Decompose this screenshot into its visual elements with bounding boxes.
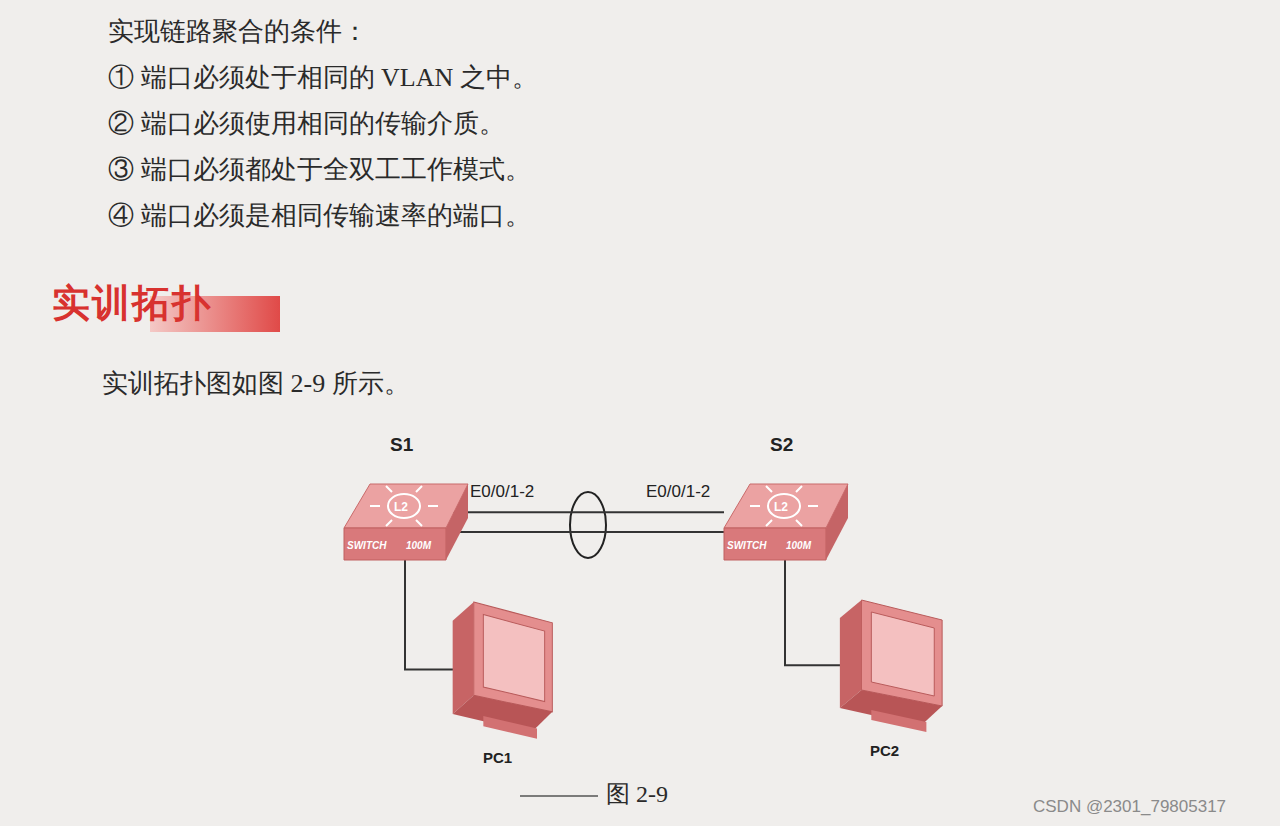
pc-name: PC2 [870,742,899,759]
switch-name: S1 [390,434,413,456]
port-label: E0/0/1-2 [646,482,710,502]
link-line [785,560,842,665]
pc-node: PC1 [445,600,560,745]
switch-brand: SWITCH [347,540,386,551]
port-label: E0/0/1-2 [470,482,534,502]
switch-icon [340,478,470,568]
text-line: ③ 端口必须都处于全双工工作模式。 [108,152,531,187]
text-line: ④ 端口必须是相同传输速率的端口。 [108,198,531,233]
link-line [450,511,724,513]
text-line: ① 端口必须处于相同的 VLAN 之中。 [108,60,538,95]
link-line [405,560,455,670]
switch-node: S2L2SWITCH100M [720,478,850,568]
switch-speed: 100M [786,540,811,551]
switch-speed: 100M [406,540,431,551]
switch-brand: SWITCH [727,540,766,551]
pc-icon [445,600,560,745]
switch-name: S2 [770,434,793,456]
switch-layer: L2 [774,500,788,514]
pc-name: PC1 [483,749,512,766]
text-line: 实现链路聚合的条件： [108,14,368,49]
link-line [450,531,724,533]
switch-node: S1L2SWITCH100M [340,478,470,568]
watermark: CSDN @2301_79805317 [1033,797,1226,817]
switch-layer: L2 [394,500,408,514]
figure-caption: 图 2-9 [606,778,668,810]
section-heading: 实训拓扑 [52,278,212,329]
caption-dash [520,795,598,797]
pc-node: PC2 [832,598,950,738]
text-line: ② 端口必须使用相同的传输介质。 [108,106,505,141]
pc-icon [832,598,950,738]
text-line: 实训拓扑图如图 2-9 所示。 [102,366,410,401]
aggregation-ellipse [570,492,606,558]
switch-icon [720,478,850,568]
